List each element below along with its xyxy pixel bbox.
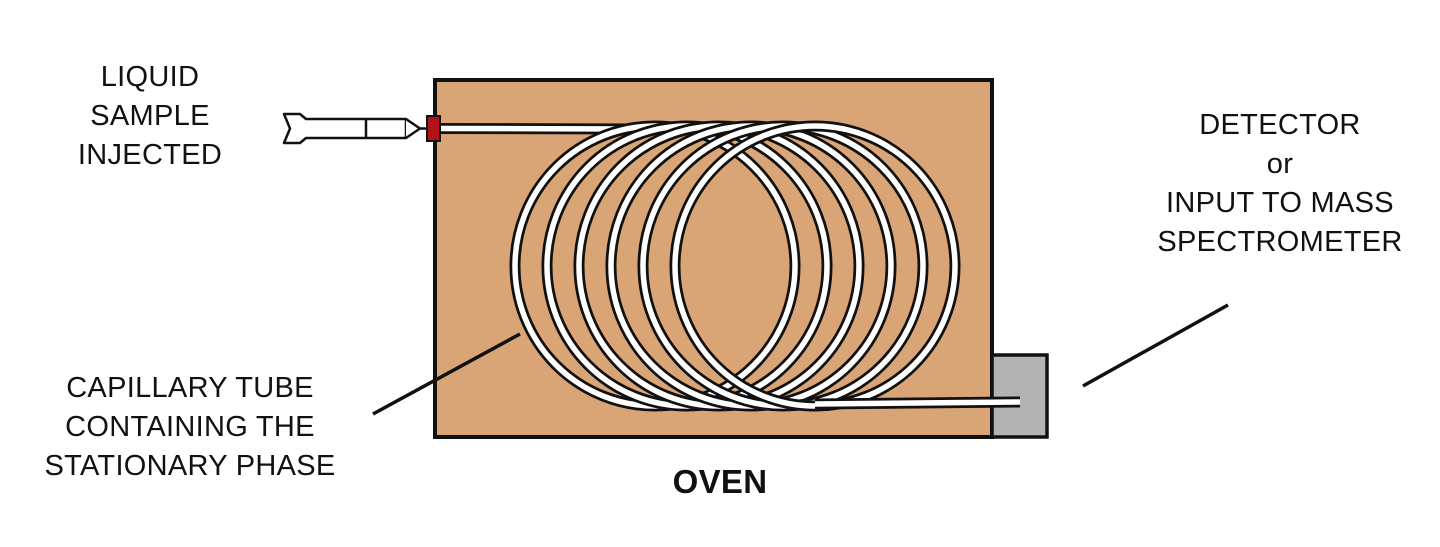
capillary-coil <box>437 120 1021 412</box>
detector-pointer-line <box>1082 303 1229 388</box>
detector-box <box>990 353 1049 439</box>
detector-line-3: INPUT TO MASS <box>1166 187 1394 219</box>
capillary-line-3: STATIONARY PHASE <box>44 450 336 482</box>
capillary-line-2: CONTAINING THE <box>65 411 315 443</box>
syringe-icon <box>282 112 430 145</box>
coil-turn <box>669 120 961 412</box>
outlet-tube <box>814 396 1021 410</box>
detector-label: DETECTOR or INPUT TO MASS SPECTROMETER <box>1120 106 1440 262</box>
capillary-pointer-line <box>372 332 521 416</box>
detector-line-2: or <box>1266 148 1294 180</box>
capillary-line-1: CAPILLARY TUBE <box>66 372 314 404</box>
sample-injected-line-2: SAMPLE <box>90 100 210 132</box>
oven-label: OVEN <box>672 463 768 500</box>
sample-injected-line-1: LIQUID <box>100 61 200 93</box>
sample-injected-line-3: INJECTED <box>77 139 223 171</box>
detector-line-4: SPECTROMETER <box>1157 226 1403 258</box>
sample-injected-label: LIQUID SAMPLE INJECTED <box>40 58 260 175</box>
capillary-tube-label: CAPILLARY TUBE CONTAINING THE STATIONARY… <box>10 369 370 486</box>
detector-line-1: DETECTOR <box>1199 109 1361 141</box>
injector-seal <box>426 115 441 142</box>
